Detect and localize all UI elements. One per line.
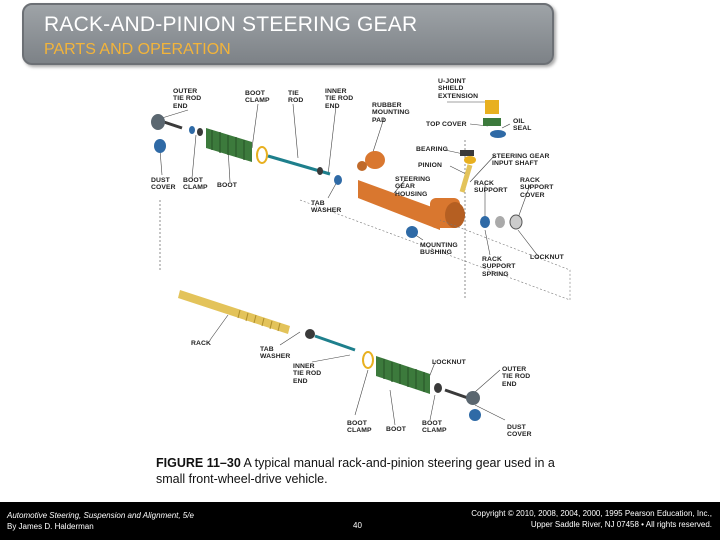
label-rack-support: RACK SUPPORT [474, 180, 508, 195]
slide-subtitle: PARTS AND OPERATION [44, 41, 231, 58]
steering-gear-diagram: OUTER TIE ROD END BOOT CLAMP TIE ROD INN… [140, 70, 580, 450]
label-top-cover: TOP COVER [426, 121, 467, 128]
label-mounting-bushing: MOUNTING BUSHING [420, 242, 458, 257]
label-locknut-top: LOCKNUT [530, 254, 564, 261]
footer-author: By James D. Halderman [7, 522, 94, 531]
figure-number: FIGURE 11–30 [156, 456, 241, 470]
rack-support-part [480, 214, 523, 230]
label-rubber-mounting-pad: RUBBER MOUNTING PAD [372, 102, 410, 124]
footer-book-title: Automotive Steering, Suspension and Alig… [7, 511, 194, 520]
rack-part [178, 290, 315, 339]
tie-rod-bottom-part [314, 334, 356, 352]
exploded-view-illustration [151, 100, 571, 426]
copyright-line-1: Copyright © 2010, 2008, 2004, 2000, 1995… [471, 509, 712, 518]
outer-tie-rod-end-bottom-part [444, 388, 481, 421]
label-boot-clamp-bottom-right: BOOT CLAMP [422, 420, 447, 435]
tie-rod-top-part [267, 154, 342, 185]
footer-book-info: Automotive Steering, Suspension and Alig… [7, 510, 194, 532]
label-oil-seal: OIL SEAL [513, 118, 532, 133]
label-bearing: BEARING [416, 146, 449, 153]
rubber-mounting-pad-part [365, 151, 385, 169]
label-boot-clamp-top: BOOT CLAMP [245, 90, 270, 105]
title-banner: RACK-AND-PINION STEERING GEAR PARTS AND … [22, 3, 554, 65]
figure-caption: FIGURE 11–30 A typical manual rack-and-p… [156, 455, 576, 487]
label-tie-rod: TIE ROD [288, 90, 304, 105]
footer-bar: Automotive Steering, Suspension and Alig… [0, 502, 720, 540]
label-boot-top: BOOT [217, 182, 238, 189]
label-rack-support-cover: RACK SUPPORT COVER [520, 177, 554, 199]
label-tab-washer-bottom: TAB WASHER [260, 346, 291, 361]
label-rack: RACK [191, 340, 212, 347]
copyright-line-2: Upper Saddle River, NJ 07458 • All right… [530, 520, 712, 529]
boot-bottom-part [376, 356, 442, 394]
label-boot-clamp-left: BOOT CLAMP [183, 177, 208, 192]
pinion-input-shaft-part [459, 100, 506, 193]
label-dust-cover-bottom: DUST COVER [507, 424, 532, 439]
label-u-joint-shield-extension: U-JOINT SHIELD EXTENSION [438, 78, 479, 100]
label-pinion: PINION [418, 162, 443, 169]
label-locknut-bottom: LOCKNUT [432, 359, 466, 366]
label-steering-gear-housing: STEERING GEAR HOUSING [395, 176, 431, 198]
label-inner-tie-rod-end-top: INNER TIE ROD END [325, 88, 354, 110]
label-dust-cover-top: DUST COVER [151, 177, 176, 192]
page-number: 40 [353, 521, 362, 530]
label-steering-gear-input-shaft: STEERING GEAR INPUT SHAFT [492, 153, 550, 168]
label-rack-support-spring: RACK SUPPORT SPRING [482, 256, 516, 278]
label-outer-tie-rod-end-top: OUTER TIE ROD END [173, 88, 202, 110]
label-outer-tie-rod-end-bottom: OUTER TIE ROD END [502, 366, 531, 388]
label-boot-clamp-bottom-left: BOOT CLAMP [347, 420, 372, 435]
footer-copyright: Copyright © 2010, 2008, 2004, 2000, 1995… [471, 508, 712, 530]
boot-top-part [206, 128, 268, 164]
slide-title: RACK-AND-PINION STEERING GEAR [44, 13, 418, 36]
label-tab-washer-top: TAB WASHER [311, 200, 342, 215]
label-boot-bottom: BOOT [386, 426, 407, 433]
label-inner-tie-rod-end-bottom: INNER TIE ROD END [293, 363, 322, 385]
steering-gear-housing-part [358, 180, 465, 238]
outer-tie-rod-end-top-part [151, 114, 203, 153]
figure-caption-text: A typical manual rack-and-pinion steerin… [156, 456, 555, 486]
